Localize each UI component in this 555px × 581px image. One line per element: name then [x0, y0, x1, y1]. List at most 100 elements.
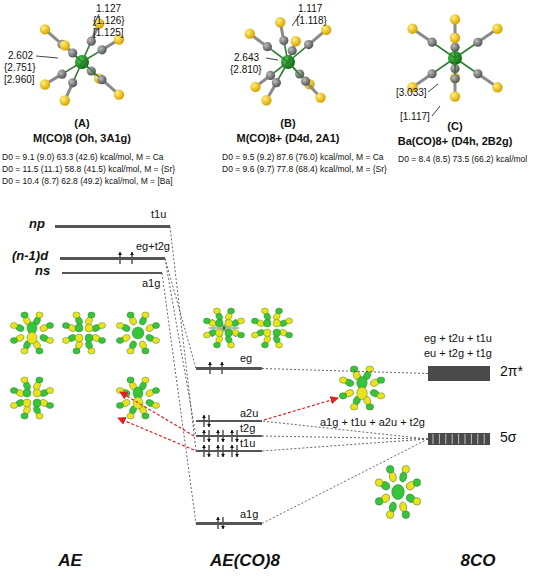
oxygen-atom	[315, 92, 325, 102]
spin-arrow-head	[207, 439, 211, 442]
correlation-line	[262, 439, 428, 524]
molecule-structure	[40, 18, 124, 105]
ligand-lobe	[377, 377, 385, 383]
metal-lobe	[273, 319, 281, 327]
carbon-atom	[263, 42, 272, 51]
metal-lobe	[33, 399, 41, 407]
spin-arrow-head	[216, 517, 220, 520]
correlation-line	[262, 436, 428, 439]
ligand-lobe	[402, 466, 410, 474]
carbon-atom	[288, 46, 297, 55]
ligand-lobe	[213, 342, 220, 348]
oxygen-atom	[291, 36, 301, 46]
bond-length: 2.602	[8, 50, 33, 61]
symmetry-label: a1g	[142, 277, 160, 289]
orbital-isosurface	[62, 312, 105, 354]
ligand-lobe	[127, 348, 134, 354]
carbon-atom	[304, 40, 313, 49]
metal-lobe	[357, 387, 368, 400]
oxygen-atom	[40, 79, 50, 89]
ligand-lobe	[203, 332, 210, 338]
energy-note: D0 = 9.5 (9.2) 87.6 (76.0) kcal/mol, M =…	[222, 152, 384, 163]
ligand-lobe	[62, 323, 69, 329]
oxygen-atom	[321, 25, 331, 35]
ligand-lobe	[21, 348, 28, 354]
spin-arrow-head	[208, 362, 212, 365]
energy-level: t1u	[196, 450, 262, 452]
ligand-lobe	[152, 323, 159, 329]
ligand-lobe	[127, 413, 134, 419]
ligand-lobe	[88, 348, 95, 354]
ligand-lobe	[10, 323, 17, 329]
symmetry-label: a2u	[240, 407, 258, 419]
bond-length: {1.126}	[93, 15, 125, 26]
energy-level: a1gns	[62, 272, 162, 274]
structure-title: (C)	[447, 120, 462, 132]
oxygen-atom	[492, 82, 502, 92]
spin-arrow-head	[216, 430, 220, 433]
ligand-lobe	[62, 337, 69, 343]
ligand-lobe	[21, 377, 28, 383]
carbon-atom	[450, 74, 459, 83]
orbital-isosurface	[339, 366, 384, 410]
ligand-lobe	[116, 402, 123, 408]
ligand-lobe	[152, 337, 159, 343]
ligand-lobe	[377, 393, 385, 399]
spin-arrow-head	[130, 252, 134, 255]
carbon-atom	[272, 78, 281, 87]
oxygen-atom	[407, 23, 417, 33]
oxygen-atom	[245, 28, 255, 38]
energy-level: t1unp	[55, 225, 170, 228]
spin-arrow	[445, 434, 446, 444]
spin-arrow	[433, 434, 434, 444]
metal-lobe	[27, 332, 37, 344]
structure-title: M(CO)8+ (D4d, 2A1)	[237, 132, 340, 144]
oxygen-atom	[40, 24, 50, 34]
metal-lobe	[392, 484, 405, 499]
level-name: (n-1)d	[12, 250, 48, 262]
ligand-lobe	[386, 466, 394, 474]
oxygen-atom	[450, 91, 460, 101]
carbon-atom	[266, 71, 275, 80]
ligand-lobe	[142, 377, 149, 383]
oxygen-atom	[261, 95, 271, 105]
energy-note: D0 = 11.5 (11.1) 58.8 (41.5) kcal/mol, M…	[2, 164, 175, 175]
ligand-lobe	[46, 323, 53, 329]
orbital-isosurface	[116, 377, 159, 419]
spin-arrow-head	[207, 424, 211, 427]
orbital-isosurface	[10, 312, 53, 354]
ligand-lobe	[213, 308, 220, 314]
carbon-atom	[473, 69, 482, 78]
spin-arrow-head	[221, 454, 225, 457]
carbon-atom	[428, 38, 437, 47]
orbital-isosurface	[375, 466, 420, 519]
oxygen-atom	[60, 95, 70, 105]
ligand-lobe	[413, 498, 421, 506]
orbital-isosurface	[10, 377, 53, 419]
spin-arrow-head	[235, 454, 239, 457]
ligand-lobe	[228, 342, 235, 348]
carbon-atom	[97, 45, 106, 54]
orbital-isosurface	[116, 312, 159, 354]
ligand-lobe	[251, 332, 258, 338]
energy-note: D0 = 9.1 (9.0) 63.3 (42.6) kcal/mol, M =…	[2, 152, 164, 163]
symmetry-label: eg + t2u + t1u	[424, 332, 492, 344]
oxygen-atom	[492, 24, 502, 34]
ligand-lobe	[46, 388, 53, 394]
ligand-lobe	[36, 377, 43, 383]
carbon-atom	[68, 48, 77, 57]
spin-arrow	[452, 434, 453, 444]
carbon-atom	[473, 38, 482, 47]
carbon-atom	[57, 70, 66, 79]
ligand-lobe	[142, 348, 149, 354]
column-label: AE(CO)8	[210, 552, 280, 570]
ligand-lobe	[339, 393, 347, 399]
spin-arrow-head	[230, 445, 234, 448]
bond-length: {2.810}	[230, 64, 262, 75]
correlation-line	[162, 273, 196, 524]
correlation-line	[262, 369, 428, 374]
orbital-band: eg + t2u + t1ueu + t2g + t1g2π*	[428, 366, 490, 381]
spin-arrow-head	[216, 445, 220, 448]
